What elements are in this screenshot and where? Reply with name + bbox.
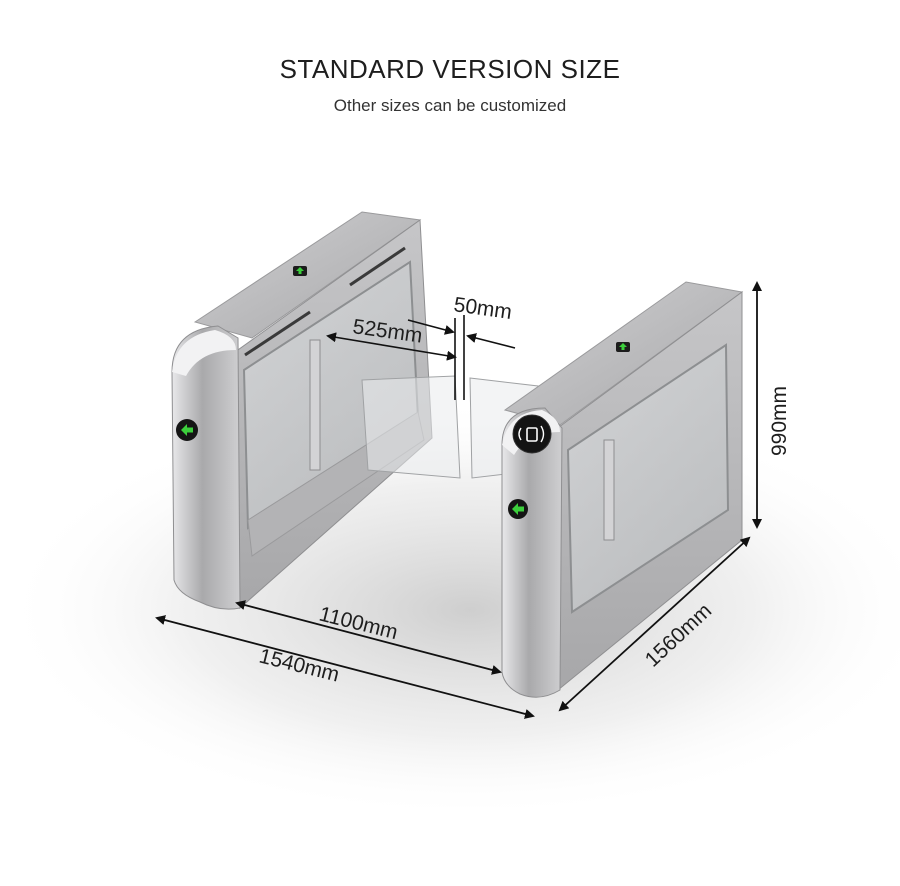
left-cabinet [171, 211, 433, 610]
left-glass-flap [361, 375, 461, 479]
dimension-1560-line [558, 536, 751, 712]
rfid-card-reader-icon [512, 414, 552, 454]
page-subtitle: Other sizes can be customized [333, 96, 567, 115]
dimension-50-label: 50mm [452, 293, 513, 324]
dimension-50-arrow-left [407, 319, 455, 335]
dimension-50-arrow-right [466, 333, 516, 349]
green-arrow-icon [508, 499, 528, 519]
dimension-990-label: 990mm [768, 386, 791, 456]
dimension-525-line [326, 332, 457, 361]
page-title: STANDARD VERSION SIZE [279, 54, 621, 84]
green-arrow-icon [176, 419, 198, 441]
dimension-1540-line [155, 615, 535, 719]
